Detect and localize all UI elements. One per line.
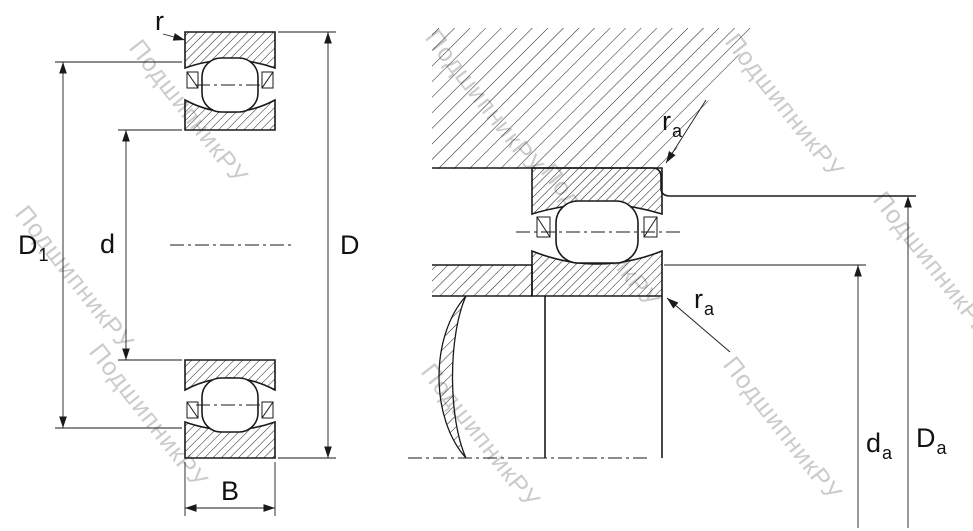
- dim-r: r: [155, 6, 186, 41]
- leader-line: [665, 99, 707, 164]
- dim-label-r: r: [155, 6, 164, 36]
- right-mounting-view: ra ra da Da: [408, 28, 948, 528]
- dim-Da: Da: [904, 196, 948, 528]
- left-section-view: r D1 d D B: [18, 6, 360, 516]
- dim-D1: D1: [18, 61, 182, 429]
- housing-hatch: [432, 28, 757, 169]
- dim-label-da: da: [866, 428, 893, 463]
- dim-label-ra-bottom: ra: [694, 284, 715, 319]
- dim-label-D: D: [340, 230, 360, 260]
- dim-ra-bottom: ra: [666, 284, 731, 353]
- leader-line: [162, 33, 186, 41]
- dim-label-B: B: [221, 476, 239, 506]
- dim-B: B: [184, 462, 276, 516]
- cage-hatch-line: [186, 401, 199, 419]
- dim-da: da: [664, 264, 893, 528]
- cage-hatch-line: [261, 71, 274, 89]
- cage-hatch-line: [643, 216, 658, 238]
- dim-label-Da: Da: [916, 423, 948, 458]
- dim-D: D: [278, 31, 360, 459]
- shaft-shoulder-hatch: [432, 265, 532, 296]
- dim-label-d: d: [100, 229, 115, 259]
- dim-d: d: [100, 129, 182, 361]
- dim-label-ra-top: ra: [662, 106, 683, 141]
- leader-line: [666, 297, 731, 353]
- dim-ra-top: ra: [662, 99, 707, 164]
- cage-hatch-line: [536, 216, 551, 238]
- dim-label-D1: D1: [18, 230, 49, 265]
- cage-hatch-line: [261, 401, 274, 419]
